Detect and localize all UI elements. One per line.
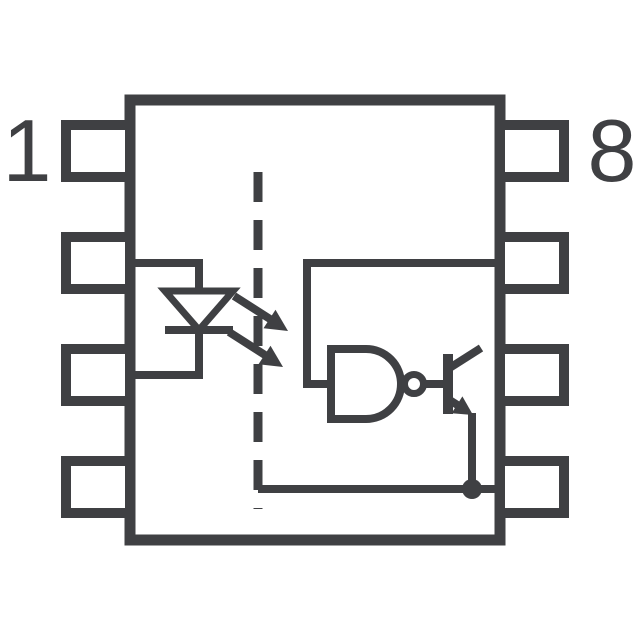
pin-left-4 [61,456,135,518]
pin-right-1 [495,120,569,182]
junction-dot [462,479,482,499]
led-diode-triangle [157,287,241,336]
nand-gate-body [327,345,405,423]
pin-left-1 [61,120,135,182]
light-arrow-bottom [226,328,283,367]
light-arrow-top-shaft [231,292,273,323]
pin-right-4 [495,456,569,518]
nand-gate-inverter-bubble [401,371,427,397]
pin-right-2 [495,232,569,294]
pin-8-label: 8 [588,101,637,200]
light-arrow-top-head [263,309,288,331]
light-arrow-bottom-head [258,345,283,367]
pin-left-3 [61,344,135,406]
pin-left-2 [61,232,135,294]
pin-1-label: 1 [3,101,52,200]
led-anode-wire [131,259,203,291]
led-cathode-wire [131,330,203,379]
pin-right-3 [495,344,569,406]
light-arrow-bottom-shaft [226,328,268,359]
light-arrow-top [231,292,288,331]
gate-input-wire [303,259,497,388]
ic-body [124,94,506,546]
transistor-emitter-arrowhead [451,396,473,415]
transistor-collector-wire [445,344,484,373]
